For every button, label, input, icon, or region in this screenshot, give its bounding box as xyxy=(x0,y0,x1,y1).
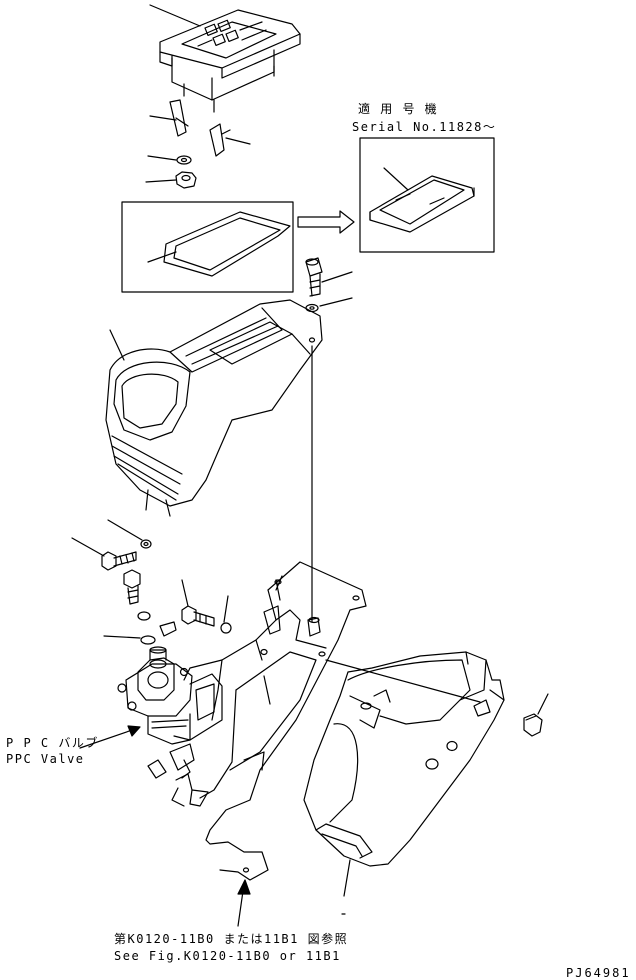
reference-arrowhead xyxy=(238,880,250,894)
nut xyxy=(176,172,196,188)
leader-bolt-center xyxy=(182,580,188,606)
ppc-arrowhead xyxy=(128,726,140,736)
ppc-valve xyxy=(118,647,222,770)
leader-monitor xyxy=(150,5,200,26)
leader-seal xyxy=(148,252,176,262)
serial-note-line1: 適 用 号 機 xyxy=(358,102,439,116)
bolt-long xyxy=(102,552,136,570)
monitor-panel xyxy=(160,10,300,112)
washer-left xyxy=(141,540,151,548)
bolt-vertical xyxy=(124,570,150,620)
leader-bracket-right xyxy=(226,138,250,144)
bracket-left xyxy=(170,100,188,136)
leader-ppc-valve-arrow xyxy=(80,728,138,748)
leader-side-cover-bottom xyxy=(344,860,350,896)
bolt-center xyxy=(182,606,231,633)
leader-bolt-small xyxy=(322,272,352,282)
reference-line2: See Fig.K0120-11B0 or 11B1 xyxy=(114,949,341,963)
grommet xyxy=(524,714,542,736)
bracket-right xyxy=(210,124,230,156)
clip-small xyxy=(104,622,176,644)
console-cover xyxy=(106,300,322,516)
ppc-valve-label-en: PPC Valve xyxy=(6,752,85,766)
ppc-valve-label-jp: P P C バルブ xyxy=(6,736,99,750)
bolt-small xyxy=(306,258,322,296)
washer xyxy=(177,156,191,164)
leader-washer-center xyxy=(224,596,228,622)
leader-bracket-left xyxy=(150,116,176,120)
leader-bolt-long xyxy=(72,538,104,556)
new-seal-frame-box xyxy=(360,138,494,252)
plug xyxy=(474,700,490,716)
washer-small xyxy=(306,305,318,312)
serial-note-line2: Serial No.11828～ xyxy=(352,120,497,134)
leader-washer-left xyxy=(108,520,142,540)
leader-nut xyxy=(146,180,176,182)
drawing-number: PJ64981 xyxy=(566,966,631,980)
arrow-to-new-seal xyxy=(298,211,354,233)
leader-grommet xyxy=(538,694,548,714)
leader-new-seal xyxy=(384,168,408,190)
bracket-frame xyxy=(148,562,366,880)
leader-side-cover xyxy=(326,660,480,702)
leader-washer xyxy=(148,156,176,160)
side-cover xyxy=(304,652,504,866)
leader-washer-small xyxy=(320,298,352,306)
reference-line1: 第K0120-11B0 または11B1 図参照 xyxy=(114,932,349,946)
seal-frame-box xyxy=(122,202,293,292)
leader-console-cover xyxy=(110,330,124,360)
